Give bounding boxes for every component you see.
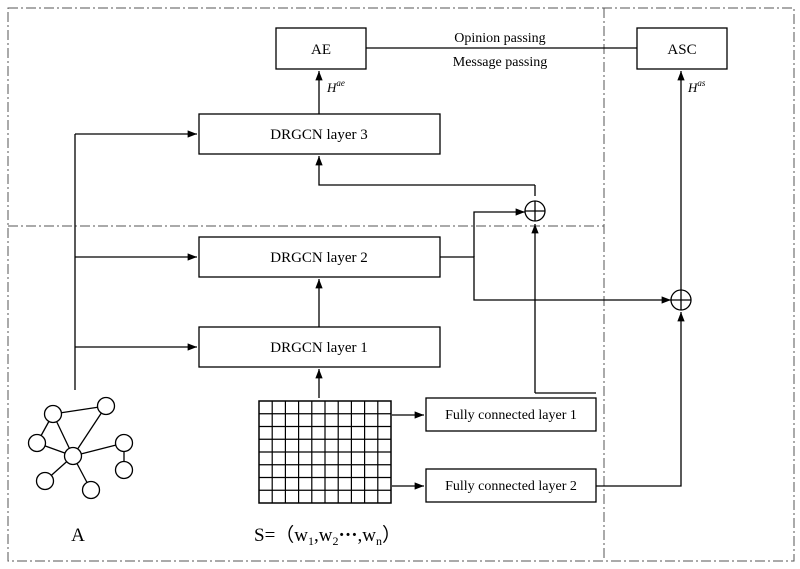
- sum-node-1: [524, 200, 546, 222]
- arrow-fc2-to-sum2: [596, 312, 685, 487]
- drgcn-layer-1-label: DRGCN layer 1: [270, 340, 368, 356]
- drgcn-layer-2: DRGCN layer 2: [198, 236, 441, 278]
- arrow-sum1-to-drgcn3: [315, 156, 535, 186]
- h-as-label: Has: [687, 78, 706, 95]
- word-embedding-matrix: [258, 400, 392, 504]
- adjacency-label: A: [71, 525, 85, 546]
- ae-block: AE: [275, 27, 367, 70]
- drgcn-layer-1: DRGCN layer 1: [198, 326, 441, 368]
- fc-layer-2-label: Fully connected layer 2: [445, 479, 577, 494]
- ae-label: AE: [311, 42, 331, 58]
- asc-block: ASC: [636, 27, 728, 70]
- sentence-label: S=（w1,w2···,wn）: [254, 524, 401, 548]
- outer-frame: [7, 7, 795, 562]
- message-passing-label: Message passing: [453, 55, 548, 70]
- drgcn-layer-3-label: DRGCN layer 3: [270, 127, 368, 143]
- asc-label: ASC: [667, 42, 696, 58]
- drgcn-layer-3: DRGCN layer 3: [198, 113, 441, 155]
- arrow-drgcn2-to-sum2: [440, 256, 671, 304]
- fc-layer-1: Fully connected layer 1: [425, 397, 597, 432]
- h-ae-label: Hae: [326, 78, 345, 95]
- opinion-passing-label: Opinion passing: [454, 31, 545, 46]
- sum-node-2: [670, 289, 692, 311]
- graph-icon: [27, 396, 134, 500]
- drgcn-layer-2-label: DRGCN layer 2: [270, 250, 368, 266]
- fc-layer-2: Fully connected layer 2: [425, 468, 597, 503]
- arrow-drgcn2-to-sum1: [473, 208, 525, 257]
- fc-layer-1-label: Fully connected layer 1: [445, 408, 577, 423]
